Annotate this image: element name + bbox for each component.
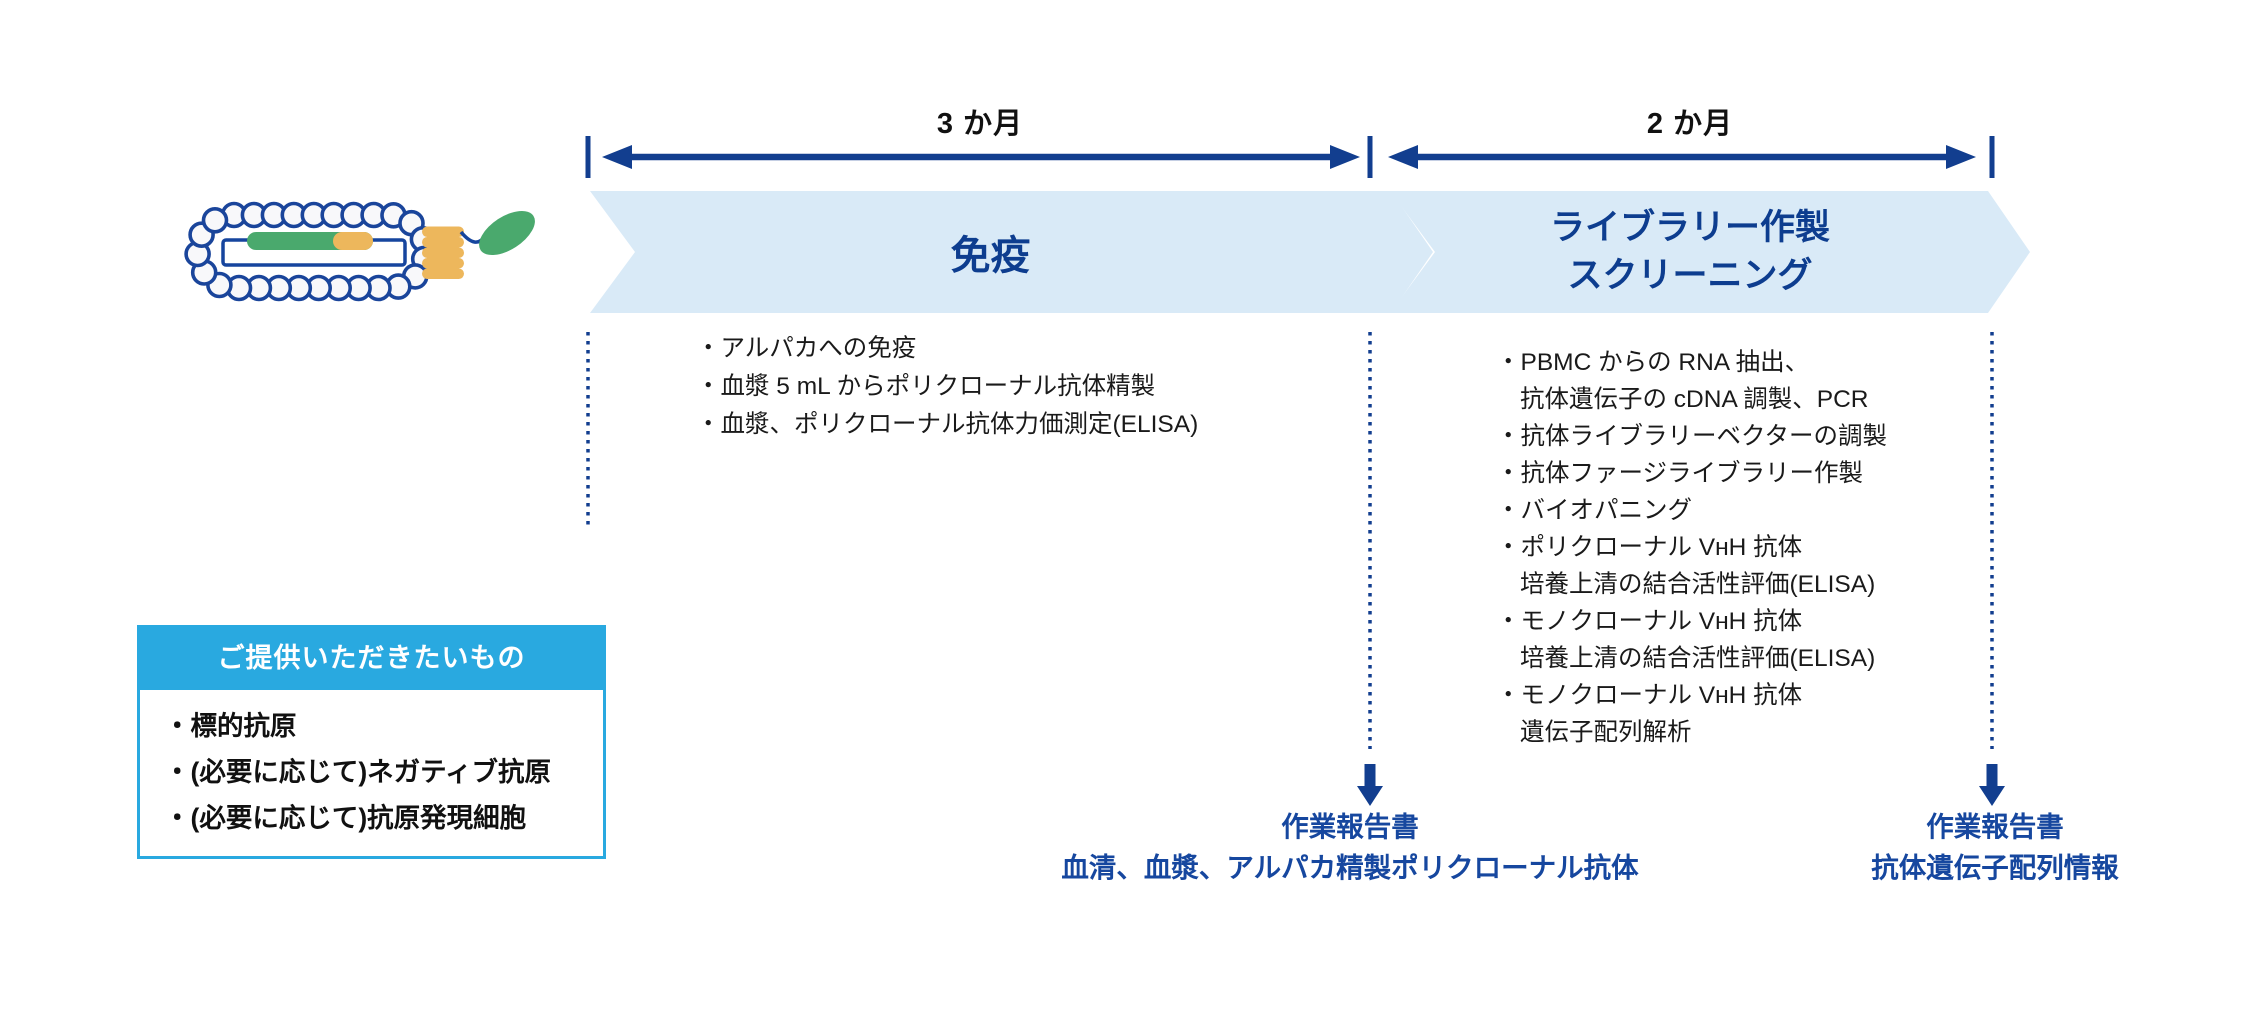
- immunization-step-list: ・アルパカへの免疫 ・血漿 5 mL からポリクローナル抗体精製 ・血漿、ポリク…: [696, 330, 1198, 444]
- list-item: ・ポリクローナル VʜH 抗体: [1496, 534, 1803, 561]
- duration-label-phase1: 3 か月: [936, 108, 1024, 140]
- list-item: ・(必要に応じて)ネガティブ抗原: [164, 757, 552, 787]
- phase-banner-library-screening: ライブラリー作製 スクリーニング: [1390, 191, 2030, 313]
- phase-banner-title-line1: ライブラリー作製: [1549, 208, 1830, 247]
- duration-label-phase2: 2 か月: [1646, 108, 1734, 140]
- list-item: 抗体遺伝子の cDNA 調製、PCR: [1520, 386, 1869, 413]
- list-item: ・抗体ファージライブラリー作製: [1496, 460, 1864, 487]
- coat-protein-stack: [422, 226, 464, 279]
- duration-arrow-phase1: [602, 145, 1360, 169]
- list-item: 培養上清の結合活性評価(ELISA): [1520, 571, 1876, 598]
- list-item: 培養上清の結合活性評価(ELISA): [1520, 645, 1876, 672]
- list-item: ・アルパカへの免疫: [696, 335, 917, 362]
- duration-arrow-phase2: [1388, 145, 1976, 169]
- deliverable-phase1: 作業報告書 血清、血漿、アルパカ精製ポリクローナル抗体: [1020, 806, 1680, 888]
- provide-items-box: ご提供いただきたいもの ・標的抗原 ・(必要に応じて)ネガティブ抗原 ・(必要に…: [137, 625, 606, 859]
- deliverable-detail: 抗体遺伝子配列情報: [1871, 852, 2119, 883]
- list-item: ・血漿 5 mL からポリクローナル抗体精製: [696, 373, 1156, 400]
- phase-banner-title-line2: スクリーニング: [1567, 256, 1813, 295]
- vhh-antibody-leaf: [479, 210, 535, 256]
- list-item: ・血漿、ポリクローナル抗体力価測定(ELISA): [696, 411, 1199, 438]
- list-item: ・標的抗原: [164, 711, 297, 741]
- down-arrow-phase2: [1979, 764, 2005, 806]
- list-item: ・(必要に応じて)抗原発現細胞: [164, 803, 527, 833]
- down-arrow-phase1: [1357, 764, 1383, 806]
- list-item: ・モノクローナル VʜH 抗体: [1496, 608, 1803, 635]
- list-item: ・抗体ライブラリーベクターの調製: [1496, 423, 1888, 450]
- list-item: ・PBMC からの RNA 抽出、: [1496, 349, 1810, 376]
- deliverable-phase2: 作業報告書 抗体遺伝子配列情報: [1715, 806, 2265, 888]
- provide-items-box-body: ・標的抗原 ・(必要に応じて)ネガティブ抗原 ・(必要に応じて)抗原発現細胞: [140, 689, 603, 841]
- deliverable-title: 作業報告書: [1281, 811, 1419, 842]
- phase-banner-immunization: 免疫: [590, 191, 1433, 313]
- phage-display-illustration: [184, 201, 535, 302]
- phage-coat-beads: [184, 201, 438, 302]
- list-item: ・モノクローナル VʜH 抗体: [1496, 682, 1803, 709]
- list-item: 遺伝子配列解析: [1520, 719, 1692, 746]
- provide-items-box-title: ご提供いただきたいもの: [139, 627, 604, 690]
- gene-insert-orange-segment: [333, 232, 373, 250]
- screening-step-list: ・PBMC からの RNA 抽出、 抗体遺伝子の cDNA 調製、PCR ・抗体…: [1496, 344, 1887, 751]
- deliverable-detail: 血清、血漿、アルパカ精製ポリクローナル抗体: [1061, 852, 1639, 883]
- phase-banner-title: 免疫: [950, 234, 1031, 278]
- deliverable-title: 作業報告書: [1926, 811, 2064, 842]
- list-item: ・バイオパニング: [1496, 497, 1692, 524]
